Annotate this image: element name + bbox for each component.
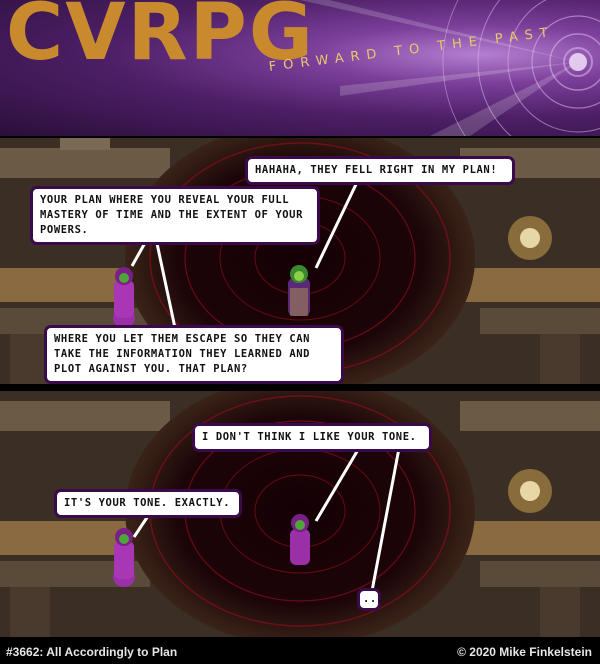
speech-bubble-tone: I DON'T THINK I LIKE YOUR TONE. [192, 423, 432, 452]
speech-bubble-villain: HAHAHA, THEY FELL RIGHT IN MY PLAN! [245, 156, 515, 185]
episode-title: #3662: All Accordingly to Plan [6, 645, 178, 659]
comic-footer: #3662: All Accordingly to Plan © 2020 Mi… [0, 640, 600, 664]
speech-bubble-escape: WHERE YOU LET THEM ESCAPE SO THEY CAN TA… [44, 325, 344, 384]
wizard-left [113, 267, 135, 328]
speech-bubble-plan: YOUR PLAN WHERE YOU REVEAL YOUR FULL MAS… [30, 186, 320, 245]
speech-bubble-ellipsis: ... [357, 588, 383, 611]
comic-panel-1: HAHAHA, THEY FELL RIGHT IN MY PLAN! YOUR… [0, 138, 600, 384]
speech-bubble-exactly: IT'S YOUR TONE. EXACTLY. [54, 489, 242, 518]
wizard-center [288, 265, 310, 316]
comic-panel-2: I DON'T THINK I LIKE YOUR TONE. IT'S YOU… [0, 391, 600, 637]
copyright: © 2020 Mike Finkelstein [457, 645, 592, 659]
wizard-center [290, 514, 310, 565]
header-rings [300, 0, 600, 136]
cvrpg-logo[interactable]: CVRPG [6, 0, 315, 78]
wizard-left [113, 528, 135, 587]
comic-header: CVRPG FORWARD TO THE PAST [0, 0, 600, 136]
